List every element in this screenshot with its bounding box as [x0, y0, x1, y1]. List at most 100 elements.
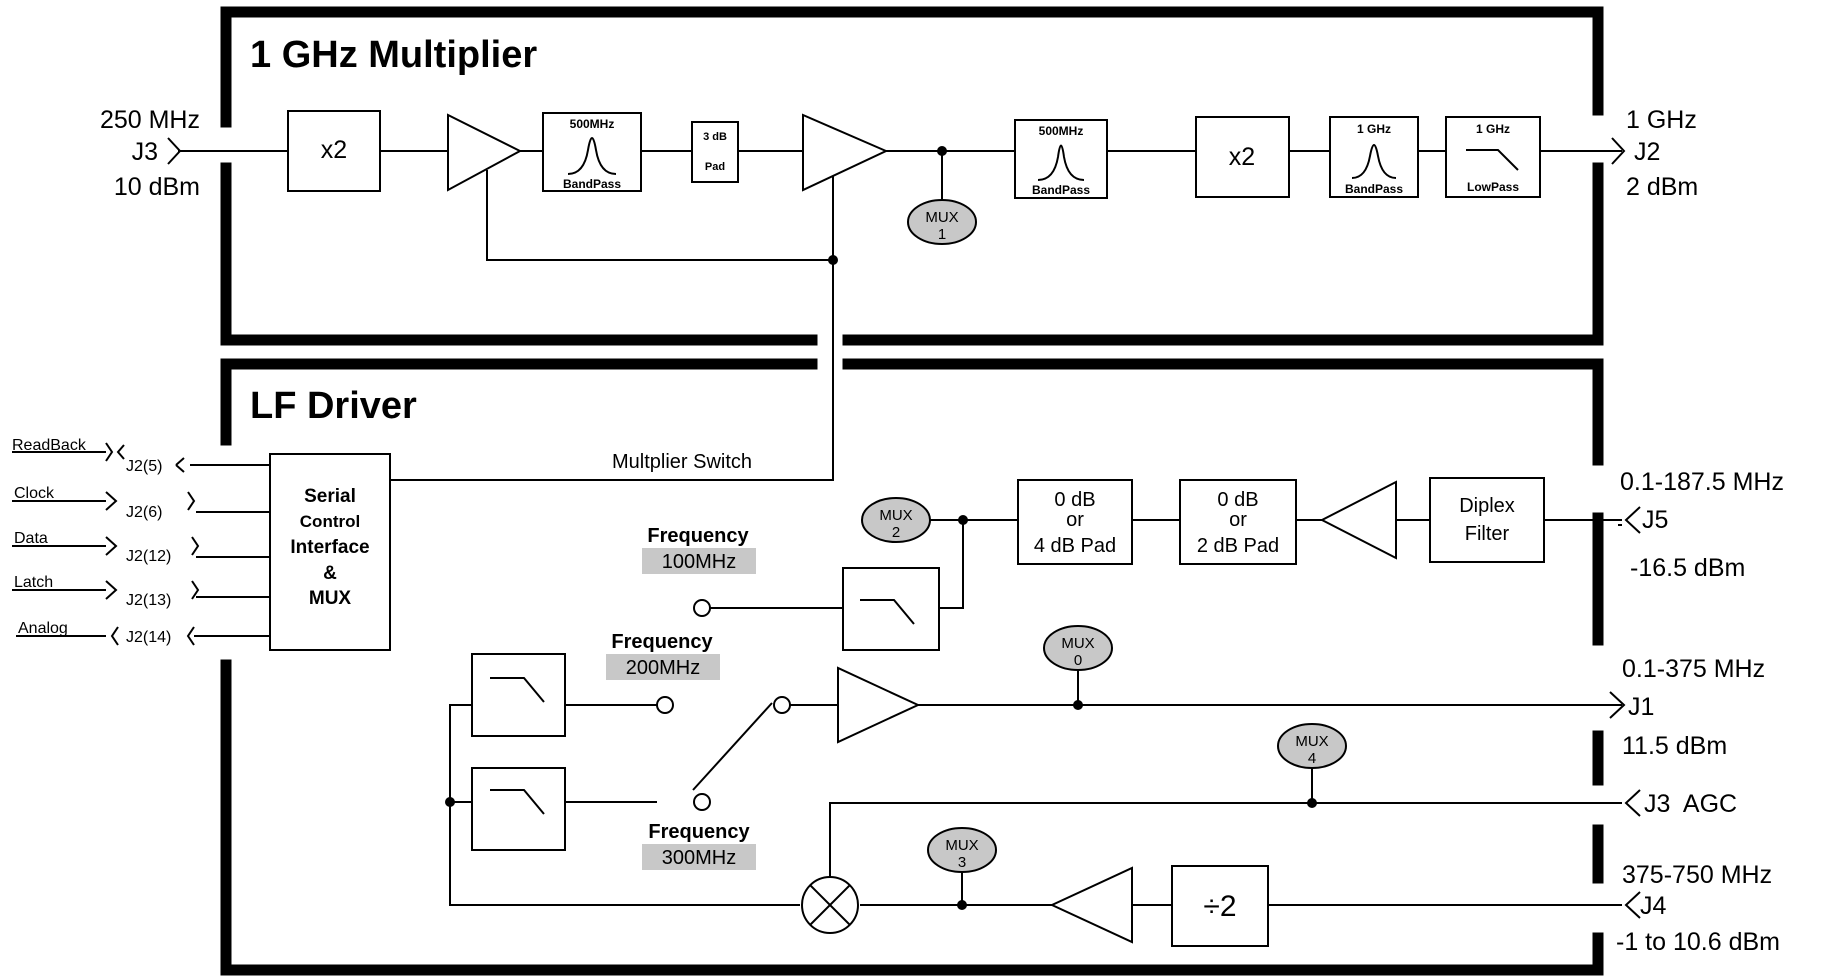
lowpass-200	[471, 653, 566, 737]
bandpass-500-sub: BandPass	[563, 177, 621, 191]
pad-4db-2: 4 dB Pad	[1034, 535, 1116, 557]
port-j3agc: J3 AGC	[1644, 790, 1737, 818]
control-signals	[12, 442, 270, 646]
port-250-name: J3	[132, 138, 158, 166]
port-1g-level: 2 dBm	[1626, 173, 1698, 201]
mux-3-label: MUX	[945, 837, 978, 854]
mux-2-label: MUX	[879, 507, 912, 524]
lowpass-200-curve	[490, 677, 545, 703]
bandpass-1ghz: 1 GHz BandPass	[1329, 116, 1419, 198]
multiplier-title: 1 GHz Multiplier	[250, 34, 537, 76]
bandpass-500-label: 500MHz	[570, 117, 615, 131]
freq-100-badge	[642, 548, 756, 574]
lowpass-300	[471, 767, 566, 851]
freq-200-terminal	[656, 696, 674, 714]
diplex-label-1: Filter	[1465, 523, 1510, 545]
signal-latch-pin: J2(13)	[126, 592, 171, 609]
freq-300-value: 300MHz	[662, 847, 736, 869]
lowpass-100-curve	[860, 599, 915, 625]
pad-4db-1: or	[1066, 509, 1084, 531]
mux-0-num: 0	[1074, 652, 1082, 669]
serial-label-0: Serial	[304, 486, 356, 507]
junction-dot	[937, 146, 947, 156]
port-j1-freq: 0.1-375 MHz	[1622, 655, 1765, 683]
amplifier-1	[447, 113, 523, 192]
pad-2db-block	[1179, 479, 1297, 565]
junction-dot	[445, 797, 455, 807]
pad-3db: 3 dB Pad	[691, 121, 739, 183]
freq-300-label: Frequency	[648, 821, 750, 843]
signal-clock: Clock	[14, 485, 55, 502]
serial-label-4: MUX	[309, 588, 352, 609]
pad-2db-2: 2 dB Pad	[1197, 535, 1279, 557]
mux-3-badge: MUX 3	[927, 827, 997, 873]
port-250-freq: 250 MHz	[100, 106, 200, 134]
bandpass-500-2: 500MHz BandPass	[1014, 119, 1108, 199]
freq-200-label: Frequency	[611, 631, 713, 653]
control-signal-labels: ReadBack J2(5) Clock J2(6) Data J2(12) L…	[12, 437, 171, 646]
port-chevron-j4	[1624, 891, 1641, 919]
signal-data-pin: J2(12)	[126, 548, 171, 565]
signal-clock-pin: J2(6)	[126, 504, 162, 521]
mux-1-num: 1	[938, 226, 946, 243]
amplifier-j1	[837, 666, 921, 744]
port-j1-name: J1	[1628, 693, 1654, 721]
lowpass-1ghz-sub: LowPass	[1467, 180, 1519, 194]
junction-dot	[958, 515, 968, 525]
multiplier-switch-label: Multplier Switch	[612, 451, 752, 473]
mixer	[801, 876, 859, 934]
serial-label-1: Control	[300, 512, 360, 531]
serial-control-block: Serial Control Interface & MUX	[269, 453, 391, 651]
port-j1-level: 11.5 dBm	[1622, 732, 1727, 760]
j4-wires	[860, 872, 1622, 906]
doubler-label-1: x2	[321, 136, 347, 164]
serial-label-3: &	[323, 563, 337, 584]
doubler-block-2	[1195, 116, 1290, 198]
bandpass-500-1: 500MHz BandPass	[542, 112, 642, 192]
freq-200-value: 200MHz	[626, 657, 700, 679]
divider-block	[1171, 865, 1269, 947]
freq-300-badge	[642, 844, 756, 870]
port-j5-level: -16.5 dBm	[1630, 554, 1745, 582]
signal-analog: Analog	[18, 620, 68, 637]
bandpass-1ghz-label: 1 GHz	[1357, 122, 1391, 136]
mux-4-num: 4	[1308, 750, 1316, 767]
diplex-label-0: Diplex	[1459, 495, 1515, 517]
lowpass-1ghz: 1 GHz LowPass	[1445, 116, 1541, 198]
mux-2-num: 2	[892, 524, 900, 541]
switch-common-terminal	[773, 696, 791, 714]
amplifier-2	[802, 113, 889, 192]
doubler-block-1	[287, 110, 381, 192]
bandpass-500-sub-2: BandPass	[1032, 183, 1090, 197]
junction-dot	[957, 900, 967, 910]
port-chevron-j5	[1624, 506, 1641, 534]
port-chevron-in	[167, 137, 182, 165]
port-j4-name: J4	[1640, 892, 1667, 920]
mux-2-badge: MUX 2	[861, 497, 931, 543]
mux-0-label: MUX	[1061, 635, 1094, 652]
freq-100-value: 100MHz	[662, 551, 736, 573]
divider-label: ÷2	[1203, 890, 1236, 923]
port-1g-name: J2	[1634, 138, 1660, 166]
mux-0-badge: MUX 0	[1043, 625, 1113, 671]
pad-4db-block	[1017, 479, 1133, 565]
amplifier-j5	[1319, 480, 1397, 560]
mux-1-badge: MUX 1	[907, 199, 977, 245]
multiplier-border	[220, 6, 1604, 346]
freq-200-badge	[606, 654, 720, 680]
pad-2db-0: 0 dB	[1217, 489, 1258, 511]
port-j5-freq: 0.1-187.5 MHz	[1620, 468, 1784, 496]
diplex-filter	[1429, 477, 1545, 563]
driver-title: LF Driver	[250, 385, 417, 427]
junction-dot	[828, 255, 838, 265]
port-chevron-j3agc	[1624, 789, 1641, 817]
lowpass-100	[842, 567, 940, 651]
signal-analog-pin: J2(14)	[126, 629, 171, 646]
agc-wires	[829, 768, 1622, 878]
port-chevron-out	[1611, 137, 1626, 165]
bandpass-500-label-2: 500MHz	[1039, 124, 1084, 138]
port-j5-name: J5	[1642, 506, 1668, 534]
signal-readback: ReadBack	[12, 437, 87, 454]
